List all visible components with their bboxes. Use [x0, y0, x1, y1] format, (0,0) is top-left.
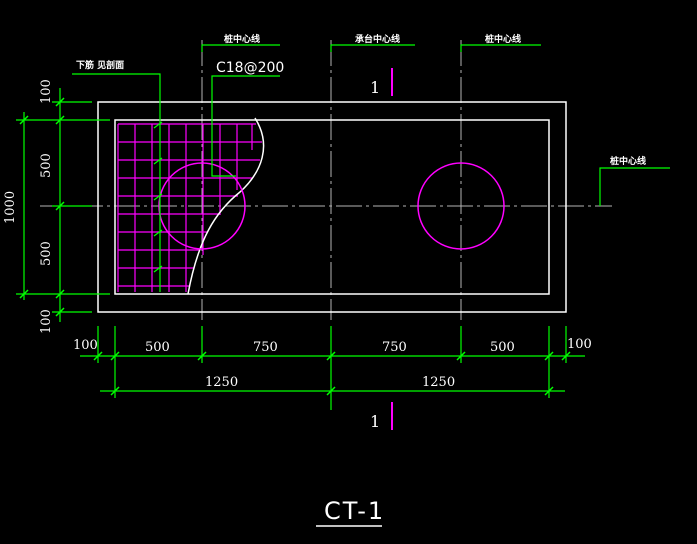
dim-text-left-100-bottom: 100 [39, 309, 54, 334]
cap-inner-rect [114, 119, 550, 295]
tick [326, 351, 336, 361]
dim-text-100-left: 100 [73, 338, 98, 353]
pile-left [158, 162, 246, 250]
label-pile-center-left: 桩中心线 [224, 33, 260, 45]
dim-ticks-row1 [93, 351, 571, 361]
section-label-bottom: 1 [370, 412, 380, 431]
label-pile-center-side: 桩中心线 [610, 155, 646, 167]
dim-text-left-500-bottom: 500 [39, 241, 54, 266]
tick [326, 386, 336, 396]
dim-text-500-right: 500 [490, 340, 515, 355]
tick [110, 386, 120, 396]
dim-text-750-right: 750 [382, 340, 407, 355]
leader-tick [153, 121, 163, 129]
tick [55, 201, 65, 211]
dim-text-750-left: 750 [253, 340, 278, 355]
tick [456, 351, 466, 361]
leader-tick [153, 193, 163, 201]
break-line [187, 117, 265, 295]
section-label-top: 1 [370, 78, 380, 97]
tick [55, 97, 65, 107]
leader-bottom-rebar [72, 73, 161, 292]
dim-text-1250-left: 1250 [205, 375, 238, 390]
tick [55, 115, 65, 125]
piles [158, 162, 505, 250]
tick [93, 351, 103, 361]
section-marks: 1 1 [370, 68, 393, 431]
drawing-title: CT-1 [324, 497, 385, 525]
rebar-grid [117, 123, 262, 292]
tick [19, 115, 29, 125]
dim-text-500-left: 500 [145, 340, 170, 355]
tick [544, 386, 554, 396]
center-lines [40, 40, 612, 320]
tick [110, 351, 120, 361]
cap-outline [97, 101, 567, 313]
leader-lines [72, 44, 670, 292]
leader-tick [153, 229, 163, 237]
tick [561, 351, 571, 361]
leader-rebar-spec [211, 75, 280, 177]
tick [19, 289, 29, 299]
dim-text-100-right: 100 [567, 337, 592, 352]
leader-pile-center-side [599, 167, 670, 206]
bottom-dimensions [80, 326, 585, 410]
cap-outer-rect [97, 101, 567, 313]
dim-text-left-1000: 1000 [3, 191, 18, 224]
leader-tick [153, 265, 163, 273]
leader-tick [153, 157, 163, 165]
label-bottom-rebar-note: 下筋 见剖面 [76, 59, 124, 71]
label-cap-center: 承台中心线 [355, 33, 400, 45]
dim-ticks-left [19, 97, 65, 317]
leader-cap-center [330, 44, 415, 52]
dim-text-left-100-top: 100 [39, 79, 54, 104]
dim-text-1250-right: 1250 [422, 375, 455, 390]
dim-text-left-500-top: 500 [39, 153, 54, 178]
tick [55, 289, 65, 299]
tick [544, 351, 554, 361]
tick [197, 351, 207, 361]
pile-right [417, 162, 505, 250]
label-rebar-spec: C18@200 [216, 60, 284, 76]
leader-pile-center-right [460, 44, 541, 52]
tick [55, 307, 65, 317]
left-dimensions [16, 88, 110, 322]
leader-pile-center-left [201, 44, 280, 52]
label-pile-center-right: 桩中心线 [485, 33, 521, 45]
dim-ticks-row2 [110, 386, 554, 396]
